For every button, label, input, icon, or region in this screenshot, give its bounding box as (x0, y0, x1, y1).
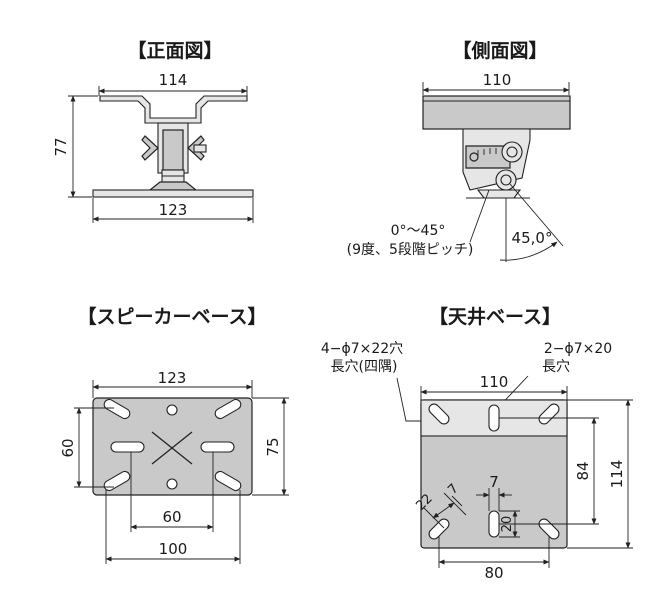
speaker-slot-outer-label: 100 (159, 540, 188, 558)
speaker-dim-slot-outer: 100 (105, 490, 241, 564)
side-view-title: 【側面図】 (452, 39, 547, 62)
speaker-dim-height-left: 60 (59, 407, 114, 488)
speaker-dim-height-right: 75 (252, 397, 289, 496)
ceiling-slot-center-bottom (488, 510, 500, 538)
speaker-slot-spacing-label: 60 (162, 508, 181, 526)
ceiling-slot-length-label: 20 (500, 516, 515, 533)
speaker-dim-width: 123 (92, 369, 253, 398)
front-dim-top: 114 (98, 71, 248, 96)
ceiling-callout-center-1: 2−ϕ7×20 (544, 341, 612, 357)
side-angle-range-label: 0°〜45° (391, 223, 446, 239)
side-foot (476, 189, 522, 199)
ceiling-slot-bottom-left (428, 518, 450, 540)
side-view: 【側面図】 110 45,0° (347, 39, 571, 262)
front-width-top-label: 114 (159, 71, 188, 89)
front-dim-height: 77 (52, 95, 98, 198)
speaker-height-right-label: 75 (264, 437, 282, 456)
front-view: 【正面図】 114 77 (52, 39, 254, 223)
side-dim-top: 110 (422, 71, 570, 95)
ceiling-slot-top-right (538, 403, 560, 425)
front-view-title: 【正面図】 (127, 39, 222, 62)
ceiling-callout-center-2: 長穴 (542, 359, 570, 375)
speaker-slot-bottom-left (103, 470, 131, 492)
front-foot (148, 181, 198, 191)
side-angle-arc (499, 241, 558, 261)
speaker-slot-mid-left (110, 441, 145, 453)
front-base-plate (92, 189, 254, 198)
front-dim-bottom: 123 (92, 198, 254, 223)
speaker-hole-top (166, 404, 178, 416)
speaker-slot-top-left (103, 398, 131, 420)
side-width-top-label: 110 (483, 71, 512, 89)
speaker-slot-mid-right (200, 441, 235, 453)
side-body-inner (465, 145, 511, 169)
ceiling-dim-slot-width: 7 (476, 473, 512, 511)
ceiling-bottom-width-label: 80 (484, 564, 503, 582)
speaker-slot-bottom-right (214, 470, 242, 492)
front-column-inner (162, 129, 184, 171)
front-height-label: 77 (52, 137, 70, 156)
ceiling-callout-corner-2: 長穴(四隅) (331, 359, 398, 375)
ceiling-width-label: 110 (480, 373, 509, 391)
speaker-dim-slot-spacing: 60 (130, 452, 214, 532)
speaker-base-view: 【スピーカーベース】 123 60 (59, 305, 289, 564)
side-knob-face (469, 152, 479, 162)
ceiling-callout-corner-1: 4−ϕ7×22穴 (321, 341, 403, 357)
speaker-height-left-label: 60 (59, 438, 77, 457)
ceiling-slot-width-label: 7 (489, 473, 499, 491)
front-knob-left (141, 135, 159, 161)
front-top-bracket (99, 95, 248, 124)
front-width-bottom-label: 123 (159, 201, 188, 219)
ceiling-base-title: 【天井ベース】 (429, 305, 561, 328)
ceiling-base-view: 【天井ベース】 4−ϕ7×22穴 長穴(四隅) 2−ϕ7×20 長穴 110 (321, 305, 633, 582)
speaker-base-title: 【スピーカーベース】 (77, 305, 266, 328)
ceiling-dim-slot-length: 20 (499, 510, 520, 538)
ceiling-slot-center-top (488, 404, 500, 432)
front-scale-plate (193, 144, 207, 153)
side-angle-max-label: 45,0° (512, 229, 553, 247)
speaker-width-label: 123 (158, 369, 187, 387)
speaker-slot-top-right (214, 398, 242, 420)
side-angle-leader (469, 189, 490, 243)
ceiling-dim-bottom: 80 (438, 536, 550, 582)
ceiling-slot-pitch-label: 84 (574, 461, 592, 480)
ceiling-slot-top-left (428, 403, 450, 425)
side-top-plate (422, 95, 571, 130)
speaker-hole-bottom (166, 478, 178, 490)
speaker-base-plate (92, 397, 253, 496)
ceiling-height-label: 114 (608, 460, 626, 489)
ceiling-dim-width: 110 (420, 373, 568, 400)
side-angle-note-label: (9度、5段階ピッチ) (347, 242, 474, 258)
ceiling-dim-height: 114 (567, 399, 633, 549)
